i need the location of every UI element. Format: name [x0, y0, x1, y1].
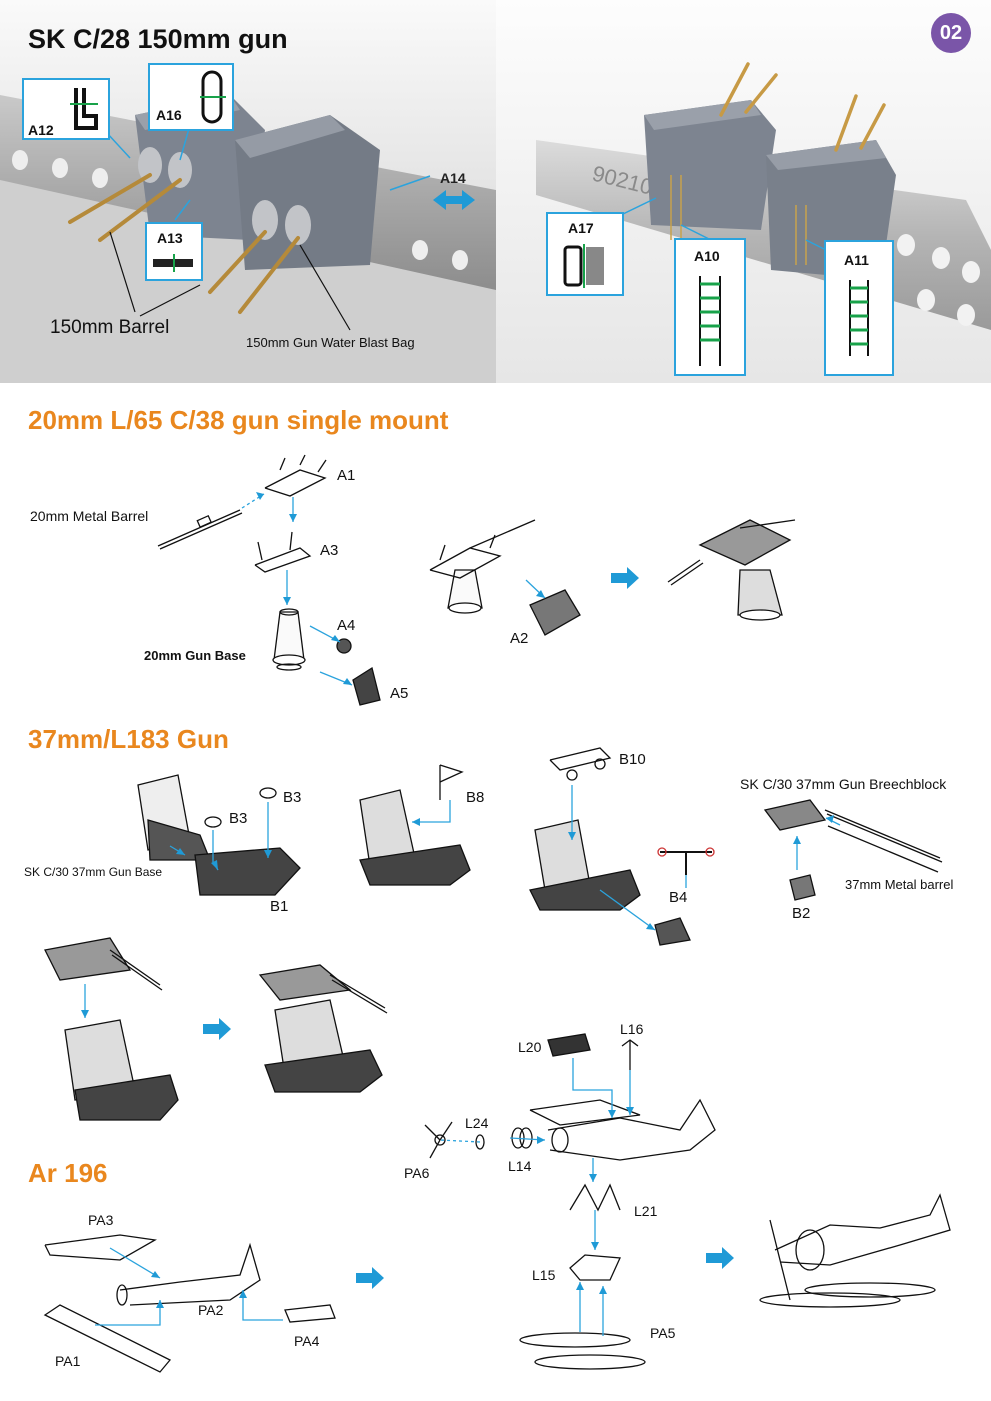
label-b10: B10	[619, 751, 646, 768]
part-pa4-drawing	[285, 1305, 335, 1322]
part-gun-base-20-drawing	[273, 609, 305, 670]
label-pa2: PA2	[198, 1302, 223, 1318]
label-b4: B4	[669, 889, 687, 906]
part-a3-drawing	[255, 532, 310, 572]
section-title-ar196: Ar 196	[28, 1158, 108, 1189]
ar196-fuselage-drawing	[530, 1100, 715, 1160]
label-l24: L24	[465, 1115, 488, 1131]
part-a1-drawing	[265, 455, 326, 496]
label-b1: B1	[270, 898, 288, 915]
label-a1: A1	[337, 467, 355, 484]
part-b4-drawing	[658, 848, 714, 875]
label-b8: B8	[466, 789, 484, 806]
label-l15: L15	[532, 1267, 555, 1283]
label-pa1: PA1	[55, 1353, 80, 1369]
gun20-complete-drawing	[668, 520, 795, 620]
label-b2: B2	[792, 905, 810, 922]
part-b2-drawing	[790, 875, 815, 900]
gun37-complete-drawing	[260, 965, 387, 1092]
label-pa4: PA4	[294, 1333, 319, 1349]
label-l16: L16	[620, 1021, 643, 1037]
gun20-subassembly-drawing	[430, 520, 580, 635]
gun37-step4-drawing	[45, 938, 178, 1120]
label-l14: L14	[508, 1158, 531, 1174]
part-pa2-drawing	[117, 1245, 260, 1305]
part-l15-drawing	[570, 1255, 620, 1280]
part-a5-drawing	[353, 668, 380, 705]
label-l20: L20	[518, 1039, 541, 1055]
section-title-20mm: 20mm L/65 C/38 gun single mount	[28, 405, 448, 436]
label-37mm-barrel: 37mm Metal barrel	[845, 877, 953, 892]
label-pa5: PA5	[650, 1325, 675, 1341]
part-l16-drawing	[622, 1040, 638, 1070]
part-barrel-20-drawing	[158, 510, 242, 549]
label-a4: A4	[337, 617, 355, 634]
label-l21: L21	[634, 1203, 657, 1219]
section-title-37mm: 37mm/L183 Gun	[28, 724, 229, 755]
part-barrel-37-drawing	[825, 810, 942, 872]
label-a2: A2	[510, 630, 528, 647]
label-b3-a: B3	[283, 789, 301, 806]
label-a3: A3	[320, 542, 338, 559]
part-breechblock-drawing	[765, 800, 825, 830]
ar196-complete-drawing	[760, 1195, 950, 1307]
label-pa6: PA6	[404, 1165, 429, 1181]
gun37-step2-drawing	[360, 765, 470, 885]
part-pa5-drawing	[520, 1333, 645, 1369]
label-20mm-base: 20mm Gun Base	[144, 648, 246, 663]
label-37mm-breechblock: SK C/30 37mm Gun Breechblock	[740, 776, 946, 792]
part-pa3-drawing	[45, 1235, 155, 1260]
label-37mm-base: SK C/30 37mm Gun Base	[24, 865, 162, 879]
label-a5: A5	[390, 685, 408, 702]
part-l21-drawing	[570, 1185, 620, 1210]
gun37-step3-drawing	[530, 748, 690, 945]
part-l20-drawing	[548, 1034, 590, 1056]
label-pa3: PA3	[88, 1212, 113, 1228]
label-20mm-barrel: 20mm Metal Barrel	[30, 508, 148, 524]
label-b3-b: B3	[229, 810, 247, 827]
